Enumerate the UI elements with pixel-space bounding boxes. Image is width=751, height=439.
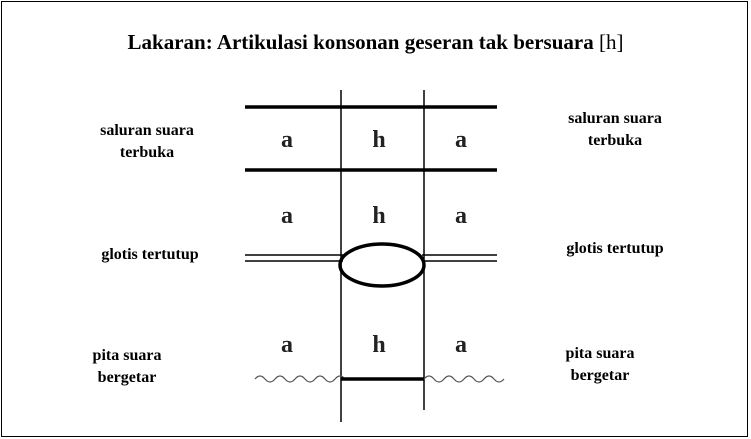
open-glottis-oval	[338, 242, 426, 288]
right-label-glottis-closed: glotis tertutup	[545, 238, 685, 260]
segment-a-right: a	[455, 332, 467, 358]
title-phonetic-symbol: [h]	[598, 30, 624, 54]
label-line: glotis tertutup	[101, 246, 199, 263]
label-line: terbuka	[119, 144, 175, 161]
segment-h: h	[372, 127, 386, 153]
diagram-title: Lakaran: Artikulasi konsonan geseran tak…	[0, 30, 751, 55]
segment-h: h	[372, 332, 386, 358]
label-line: pita suara	[92, 347, 162, 364]
label-line: pita suara	[565, 345, 635, 362]
segment-a-right: a	[455, 203, 467, 229]
vibration-wave-right	[423, 375, 505, 383]
label-line: saluran suara	[100, 122, 194, 139]
title-text: Lakaran: Artikulasi konsonan geseran tak…	[127, 30, 599, 54]
label-line: saluran suara	[568, 110, 662, 127]
segment-a-left: a	[281, 127, 293, 153]
segment-a-right: a	[455, 127, 467, 153]
left-label-vocal-cords-vibrate: pita suara bergetar	[72, 345, 182, 389]
segment-h: h	[372, 203, 386, 229]
segment-a-left: a	[281, 203, 293, 229]
label-line: bergetar	[570, 367, 630, 384]
right-label-open-tract: saluran suara terbuka	[535, 108, 695, 152]
vibration-wave-left	[254, 375, 346, 383]
label-line: terbuka	[587, 132, 643, 149]
left-label-open-tract: saluran suara terbuka	[72, 120, 222, 164]
label-line: glotis tertutup	[566, 240, 664, 257]
left-label-glottis-closed: glotis tertutup	[80, 244, 220, 266]
label-line: bergetar	[97, 369, 157, 386]
right-label-vocal-cords-vibrate: pita suara bergetar	[545, 343, 655, 387]
segment-a-left: a	[281, 332, 293, 358]
